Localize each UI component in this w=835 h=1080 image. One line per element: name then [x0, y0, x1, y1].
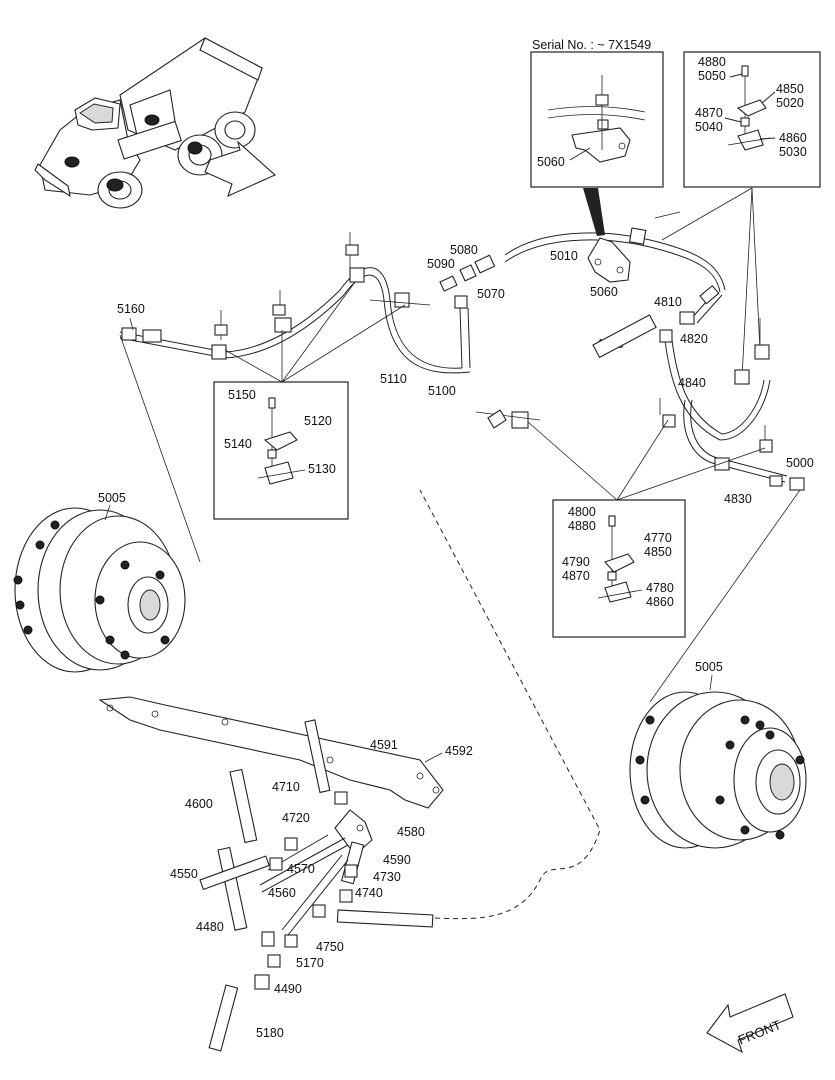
- callout-5100: 5100: [428, 384, 456, 398]
- mounting-frame-bracket: [98, 696, 444, 809]
- callout-5120: 5120: [304, 414, 332, 428]
- callout-4810: 4810: [654, 295, 682, 309]
- callout-5010: 5010: [550, 249, 578, 263]
- callout-4860-top: 4860: [779, 131, 807, 145]
- callout-4720: 4720: [282, 811, 310, 825]
- callout-4790: 4790: [562, 555, 590, 569]
- callout-4740: 4740: [355, 886, 383, 900]
- callout-5170: 5170: [296, 956, 324, 970]
- callout-5110: 5110: [380, 372, 407, 386]
- callout-5180: 5180: [256, 1026, 284, 1040]
- callout-4850-right: 4850: [644, 545, 672, 559]
- callout-5160: 5160: [117, 302, 145, 316]
- callout-5005-left: 5005: [98, 491, 126, 505]
- callout-4591: 4591: [370, 738, 398, 752]
- inset-box-clip-assembly-top: 4880 5050 4850 5020 4870 5040 4860 5030: [683, 51, 821, 188]
- callout-5080: 5080: [450, 243, 478, 257]
- callout-4850-top: 4850: [776, 82, 804, 96]
- callout-4770: 4770: [644, 531, 672, 545]
- callout-5005-right: 5005: [695, 660, 723, 674]
- callout-5030: 5030: [779, 145, 807, 159]
- front-direction-arrow: FRONT: [706, 993, 794, 1054]
- callouts-lower: 4591 4592 4600 4710 4720 4580 4590 4570 …: [170, 738, 473, 1040]
- inset-leader-lines-right: [527, 419, 766, 501]
- callout-4550: 4550: [170, 867, 198, 881]
- articulated-dump-truck-illustration: [34, 37, 277, 209]
- callout-5060: 5060: [590, 285, 618, 299]
- callout-4840: 4840: [678, 376, 706, 390]
- callout-5020: 5020: [776, 96, 804, 110]
- callout-4830: 4830: [724, 492, 752, 506]
- callout-4820: 4820: [680, 332, 708, 346]
- callout-5150: 5150: [228, 388, 256, 402]
- callout-4880-right: 4880: [568, 519, 596, 533]
- inset-pointer-arrow: [583, 188, 605, 236]
- callout-4730: 4730: [373, 870, 401, 884]
- hose-routing-dashed-line: [419, 489, 601, 920]
- callout-4600: 4600: [185, 797, 213, 811]
- callout-4480: 4480: [196, 920, 224, 934]
- callouts-upper: 5160 5080 5090 5070 5010 5060 5110 5100 …: [117, 243, 814, 506]
- brake-hose-left-section: [119, 232, 471, 374]
- lower-valve-assembly: [199, 719, 434, 1052]
- brake-hose-right-section: [475, 311, 805, 491]
- callout-5060-inset: 5060: [537, 155, 565, 169]
- inset-leader-lines-left: [224, 281, 406, 383]
- inset-box-early-serial-bracket: 5060: [530, 51, 664, 188]
- main-brake-hose-upper: [439, 211, 726, 369]
- leader-5160-to-hub: [119, 334, 201, 563]
- callout-5040: 5040: [695, 120, 723, 134]
- callout-4592: 4592: [445, 744, 473, 758]
- callout-4560: 4560: [268, 886, 296, 900]
- callout-4590: 4590: [383, 853, 411, 867]
- wheel-hub-assembly-right: 5005: [629, 660, 807, 849]
- inset-box-clip-assembly-left: 5150 5120 5140 5130: [213, 381, 349, 520]
- callout-4870-right: 4870: [562, 569, 590, 583]
- callout-5050: 5050: [698, 69, 726, 83]
- serial-number-caption: Serial No. : ~ 7X1549: [532, 38, 651, 52]
- callout-4860-right: 4860: [646, 595, 674, 609]
- callout-4880-top: 4880: [698, 55, 726, 69]
- callout-5130: 5130: [308, 462, 336, 476]
- callout-4580: 4580: [397, 825, 425, 839]
- callout-4490: 4490: [274, 982, 302, 996]
- callout-4780: 4780: [646, 581, 674, 595]
- callout-5000: 5000: [786, 456, 814, 470]
- callout-5090: 5090: [427, 257, 455, 271]
- callout-5070: 5070: [477, 287, 505, 301]
- leader-5000-to-hub: [649, 489, 801, 703]
- inset-box-clip-assembly-right: 4800 4880 4770 4850 4790 4870 4780 4860: [552, 499, 686, 638]
- callout-4870-top: 4870: [695, 106, 723, 120]
- wheel-hub-assembly-left: 5005: [13, 491, 186, 673]
- inset-leader-lines-top: [661, 187, 761, 379]
- callout-4710: 4710: [272, 780, 300, 794]
- callout-5140: 5140: [224, 437, 252, 451]
- callout-4570: 4570: [287, 862, 315, 876]
- callout-4750: 4750: [316, 940, 344, 954]
- callout-4800: 4800: [568, 505, 596, 519]
